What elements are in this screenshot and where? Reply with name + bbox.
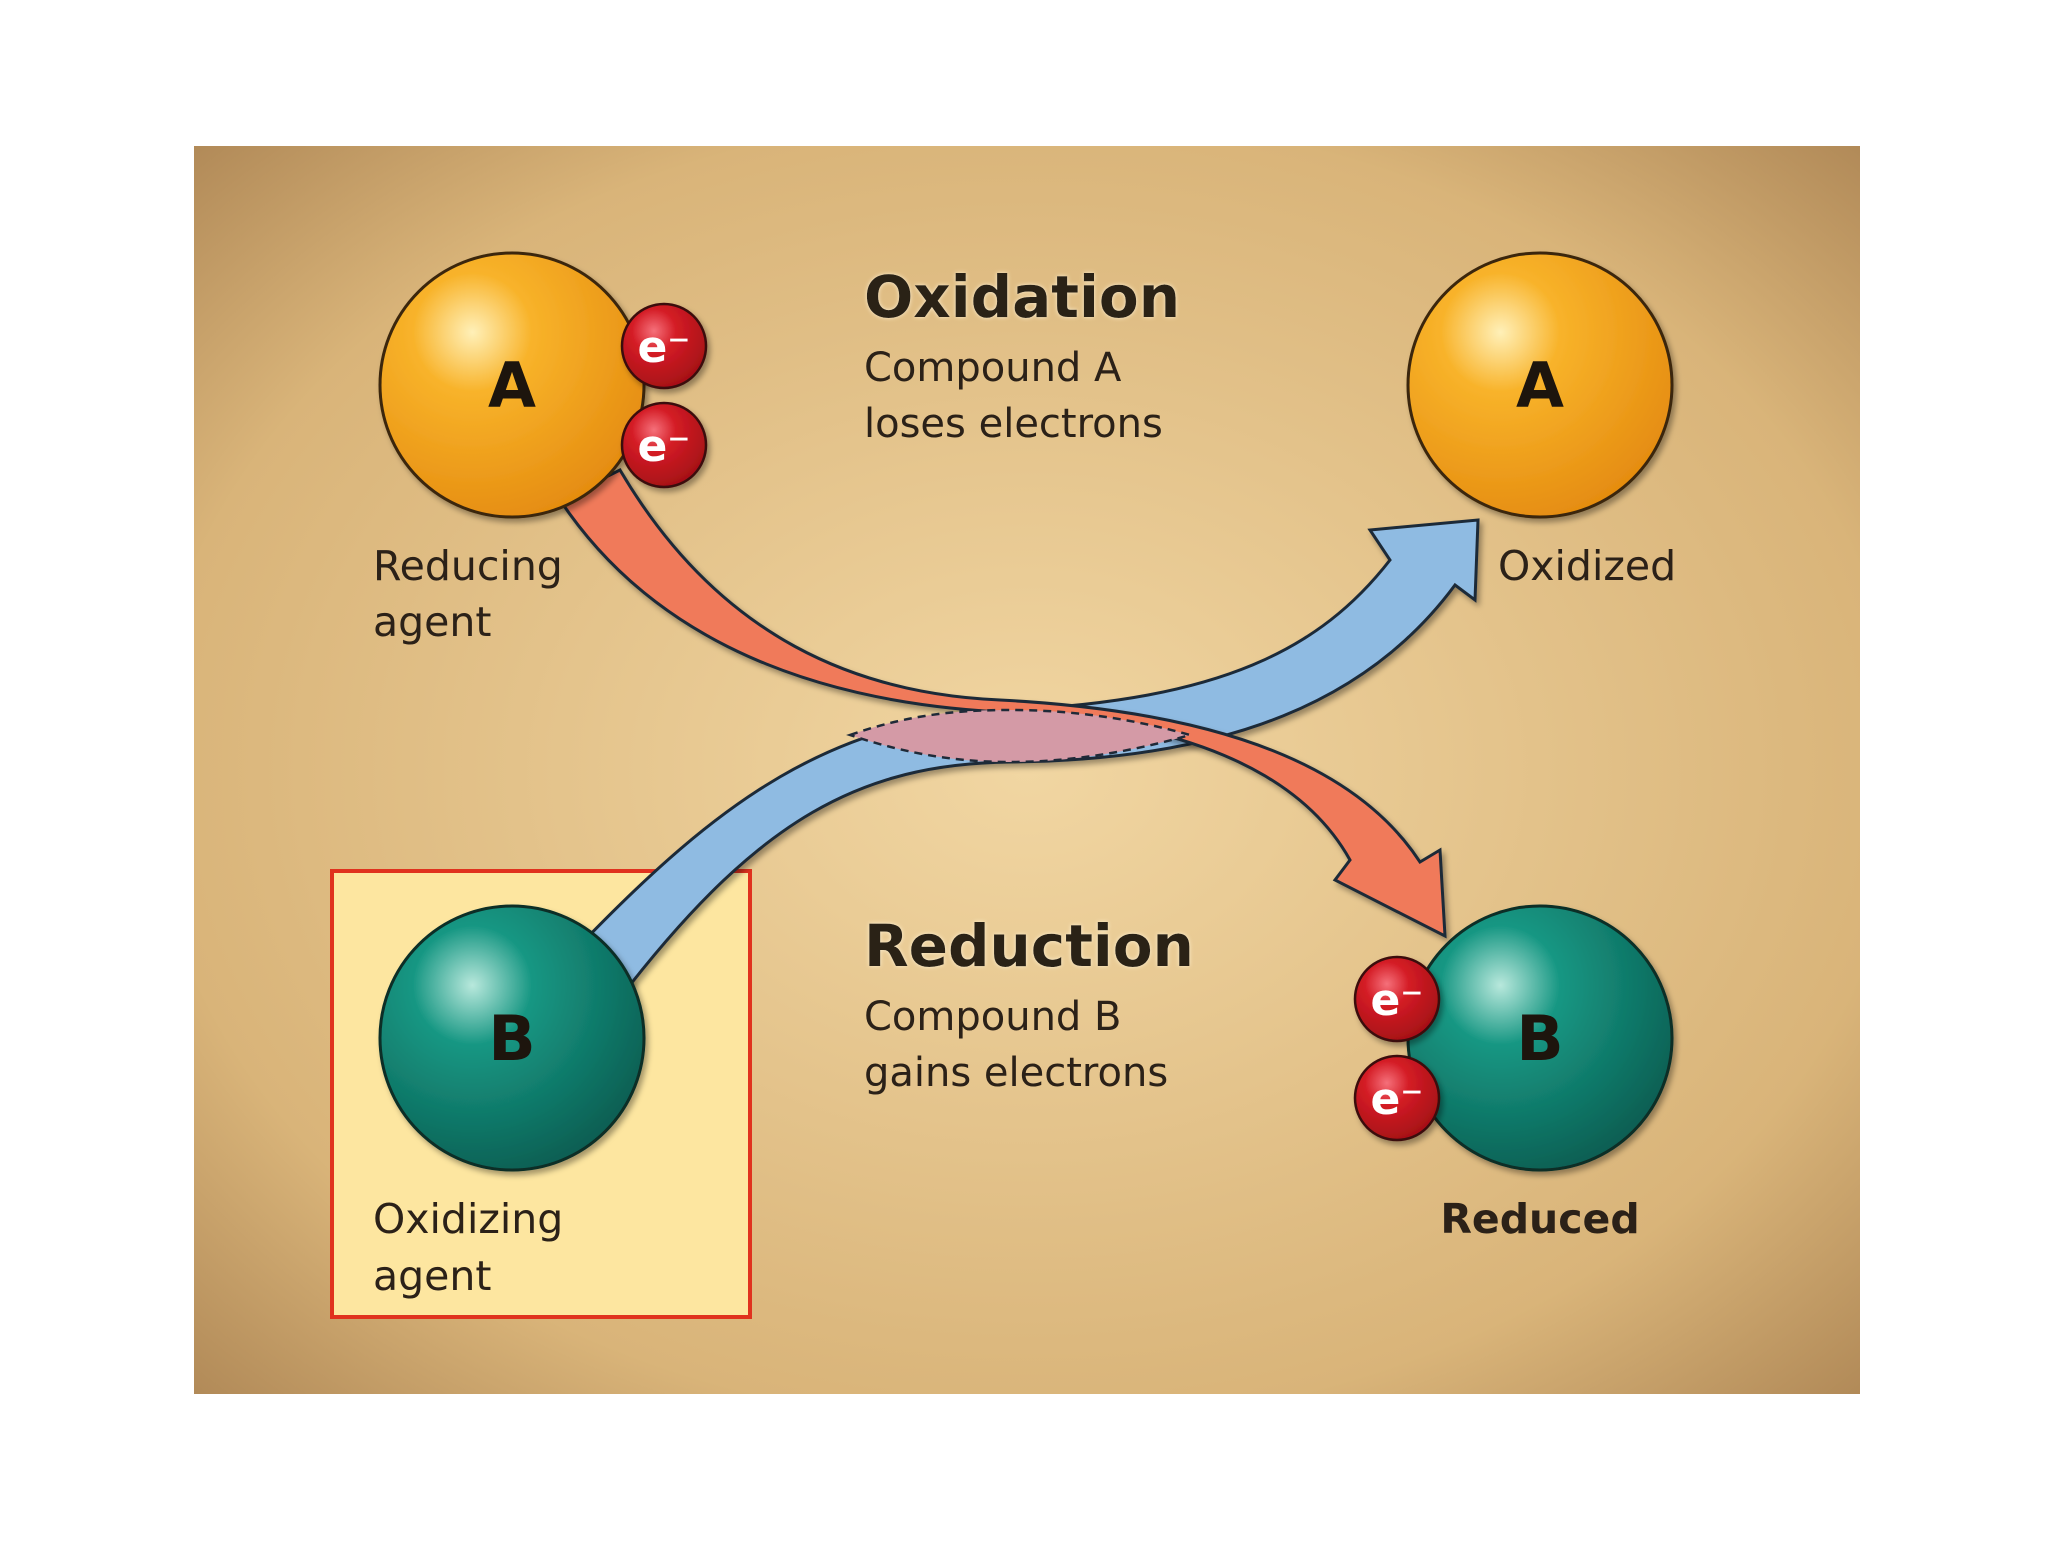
oxidizing-agent-label-line2: agent [373, 1252, 491, 1300]
electron-label: e⁻ [1370, 975, 1423, 1026]
compound-b-oxidizing: B [378, 904, 646, 1172]
reducing-agent-label-line1: Reducing [373, 542, 563, 590]
sphere-b-right-letter: B [1516, 1002, 1563, 1075]
compound-a-oxidized: A [1406, 251, 1674, 519]
electron-label: e⁻ [637, 322, 690, 373]
oxidation-line2: loses electrons [864, 401, 1163, 447]
electrons-on-b: e⁻ e⁻ [1353, 955, 1441, 1142]
electron-icon [1353, 955, 1441, 1043]
sphere-b-left-letter: B [488, 1002, 535, 1075]
oxidation-title: Oxidation [864, 263, 1180, 331]
electron-transfer-arrow [557, 468, 1447, 939]
reducing-agent-label-line2: agent [373, 598, 491, 646]
electron-label: e⁻ [637, 421, 690, 472]
sphere-a-left-letter: A [488, 349, 536, 422]
electrons-on-a: e⁻ e⁻ [620, 302, 708, 489]
electron-label: e⁻ [1370, 1074, 1423, 1125]
reduction-line2: gains electrons [864, 1050, 1168, 1096]
oxidized-label: Oxidized [1498, 542, 1676, 590]
reduced-label: Reduced [1440, 1195, 1639, 1243]
sphere-b-left [378, 904, 646, 1172]
electron-icon [620, 401, 708, 489]
oxidizing-agent-label-line1: Oxidizing [373, 1195, 563, 1243]
sphere-a-left [378, 251, 646, 519]
sphere-a-right-letter: A [1516, 349, 1564, 422]
electron-icon [620, 302, 708, 390]
sphere-a-right [1406, 251, 1674, 519]
reduction-line1: Compound B [864, 994, 1121, 1040]
overlap-region [846, 708, 1195, 764]
reduction-title: Reduction [864, 912, 1194, 980]
compound-a-reducing: A [378, 251, 646, 519]
compound-b-reduced: B [1406, 904, 1674, 1172]
oxidation-line1: Compound A [864, 345, 1122, 391]
electron-icon [1353, 1054, 1441, 1142]
